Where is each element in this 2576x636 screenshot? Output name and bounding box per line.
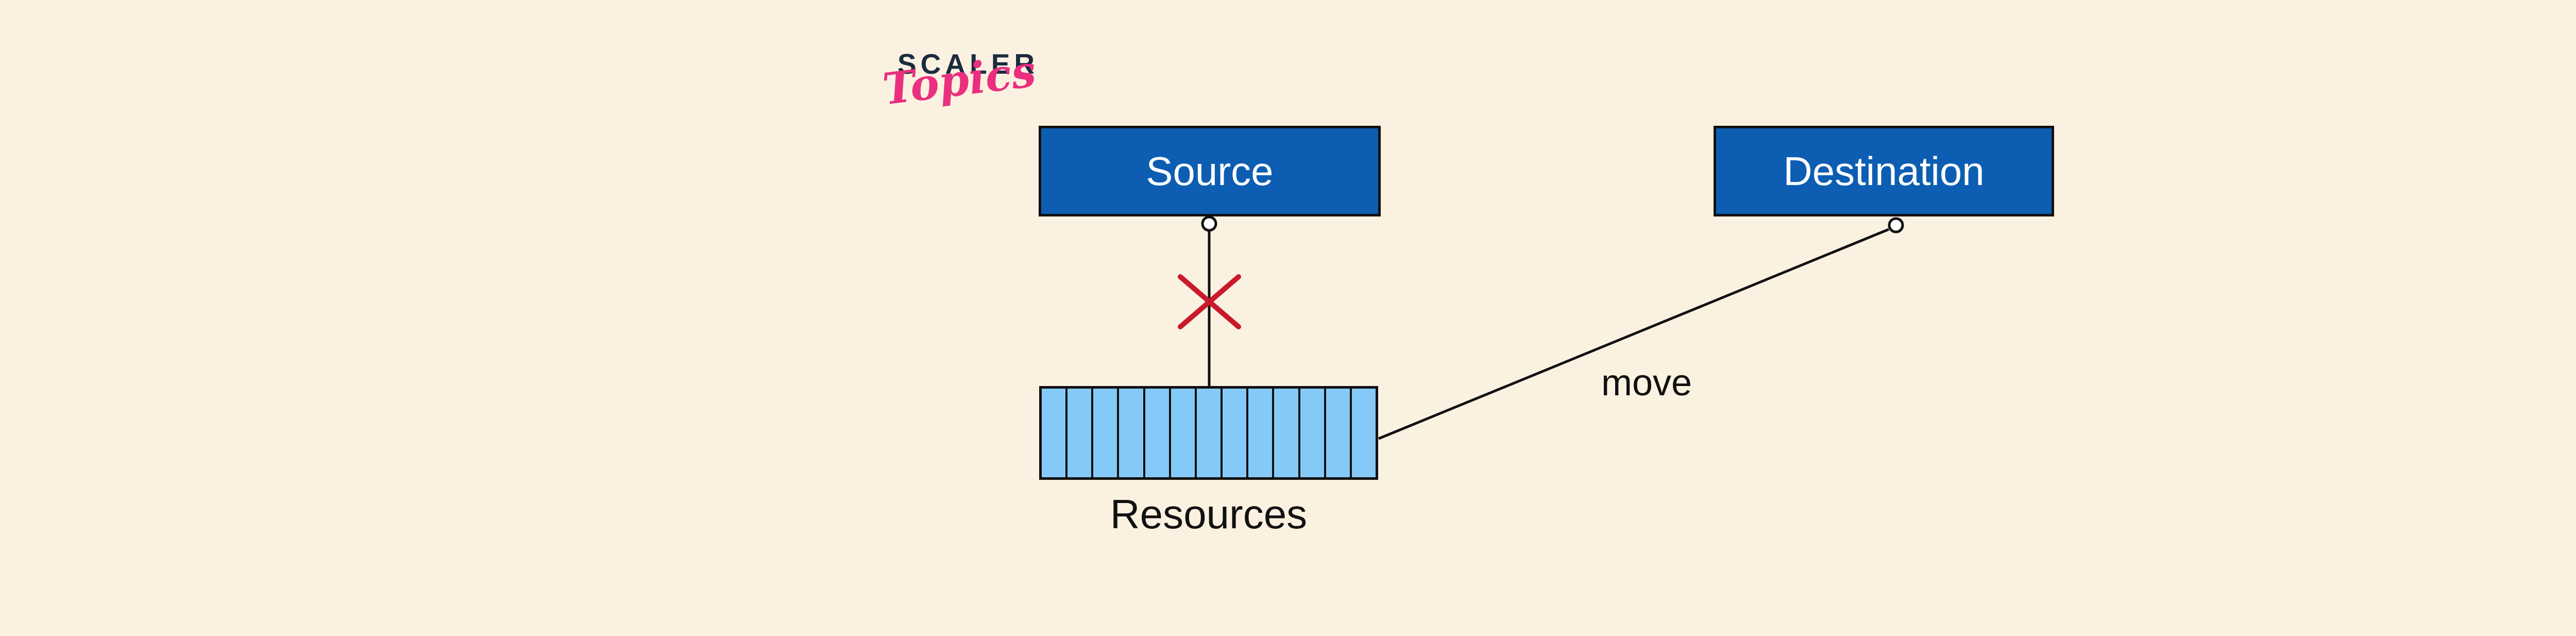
resource-cell <box>1298 389 1324 477</box>
source-node: Source <box>1039 126 1381 216</box>
destination-connector-circle <box>1888 217 1904 233</box>
move-edge-label: move <box>1601 362 1692 404</box>
x-mark-stroke-2 <box>1178 274 1241 329</box>
resource-cell <box>1324 389 1350 477</box>
destination-node: Destination <box>1714 126 2054 216</box>
resource-cell <box>1272 389 1298 477</box>
resource-cell <box>1246 389 1273 477</box>
resource-cell <box>1065 389 1092 477</box>
destination-node-label: Destination <box>1783 148 1985 194</box>
move-line <box>1378 228 1889 440</box>
resource-cell <box>1091 389 1117 477</box>
resource-cell <box>1168 389 1195 477</box>
resource-cell <box>1221 389 1247 477</box>
resources-box <box>1039 386 1378 480</box>
source-connector-circle <box>1201 215 1217 232</box>
logo-brand-text: SCALER <box>897 48 1039 80</box>
source-node-label: Source <box>1146 148 1274 194</box>
resource-cell <box>1117 389 1143 477</box>
resource-cell <box>1349 389 1376 477</box>
resource-cell <box>1194 389 1221 477</box>
resource-cell <box>1042 389 1066 477</box>
resource-cell <box>1143 389 1169 477</box>
x-blocked-icon <box>1178 274 1241 329</box>
resources-label: Resources <box>1110 491 1308 537</box>
